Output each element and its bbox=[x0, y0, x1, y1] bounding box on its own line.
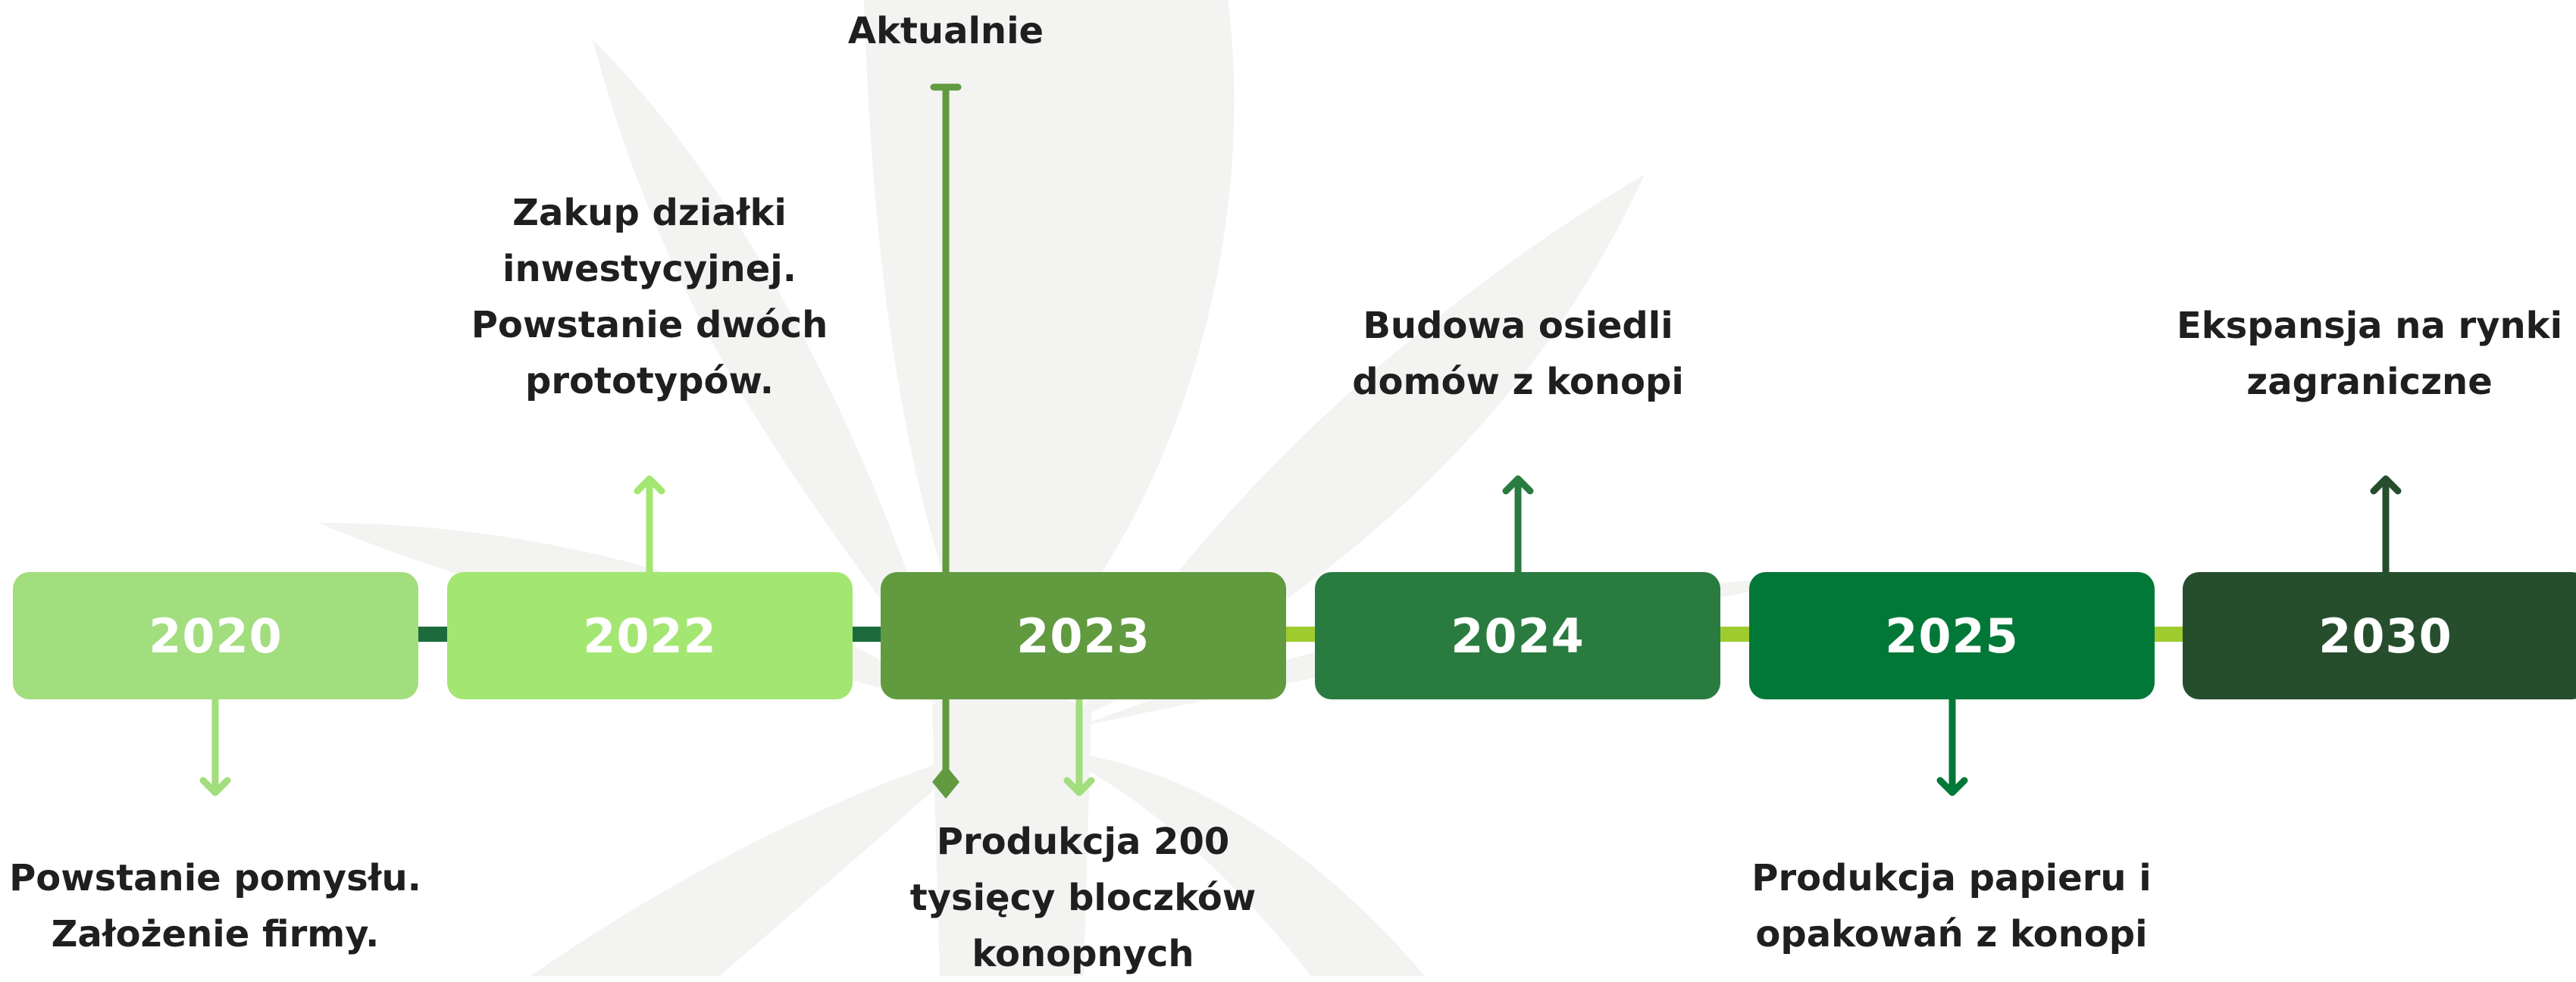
marker-line-2023 bbox=[930, 83, 962, 777]
current-marker-text: Aktualnie bbox=[847, 10, 1044, 52]
caption-2030: Ekspansja na rynki zagraniczne bbox=[2163, 298, 2576, 410]
arrow-down-2023 bbox=[1063, 696, 1095, 796]
arrow-up-2030 bbox=[2370, 475, 2402, 576]
caption-2030-line-2: zagraniczne bbox=[2246, 361, 2493, 403]
arrow-up-2022 bbox=[634, 475, 665, 576]
connector-2025-2030 bbox=[2152, 627, 2183, 642]
year-box-2022: 2022 bbox=[447, 572, 853, 699]
diamond-marker-2023 bbox=[932, 765, 959, 799]
caption-2024-line-2: domów z konopi bbox=[1352, 361, 1684, 403]
caption-2024-line-1: Budowa osiedli bbox=[1363, 305, 1673, 347]
year-box-2030: 2030 bbox=[2183, 572, 2576, 699]
arrow-down-2020 bbox=[199, 696, 231, 796]
connector-2024-2025 bbox=[1719, 627, 1749, 642]
caption-2023-line-1: Produkcja 200 bbox=[936, 821, 1230, 863]
caption-2024: Budowa osiedli domów z konopi bbox=[1298, 298, 1738, 410]
arrow-up-2024 bbox=[1502, 475, 1534, 576]
caption-2025-line-2: opakowań z konopi bbox=[1755, 913, 2148, 955]
caption-2022-line-2: inwestycyjnej. bbox=[502, 248, 797, 290]
year-box-2025: 2025 bbox=[1749, 572, 2155, 699]
caption-2020-line-2: Założenie firmy. bbox=[51, 913, 380, 955]
caption-2022-line-4: prototypów. bbox=[524, 360, 774, 402]
caption-2023-line-3: konopnych bbox=[972, 933, 1194, 975]
caption-2020-line-1: Powstanie pomysłu. bbox=[9, 857, 421, 899]
current-marker-label: Aktualnie bbox=[794, 3, 1097, 59]
caption-2020: Powstanie pomysłu. Założenie firmy. bbox=[0, 850, 435, 962]
caption-2023: Produkcja 200 tysięcy bloczków konopnych bbox=[863, 814, 1303, 982]
caption-2030-line-1: Ekspansja na rynki bbox=[2176, 305, 2563, 347]
caption-2022-line-3: Powstanie dwóch bbox=[471, 304, 828, 346]
connector-2020-2022 bbox=[417, 627, 447, 642]
year-box-2020: 2020 bbox=[13, 572, 418, 699]
caption-2023-line-2: tysięcy bloczków bbox=[909, 877, 1257, 919]
caption-2022-line-1: Zakup działki bbox=[512, 192, 787, 234]
connector-2022-2023 bbox=[850, 627, 881, 642]
arrow-down-2025 bbox=[1936, 696, 1968, 796]
caption-2022: Zakup działki inwestycyjnej. Powstanie d… bbox=[430, 185, 869, 409]
caption-2025: Produkcja papieru i opakowań z konopi bbox=[1732, 850, 2171, 962]
year-box-2024: 2024 bbox=[1315, 572, 1720, 699]
year-box-2023: 2023 bbox=[881, 572, 1286, 699]
connector-2023-2024 bbox=[1285, 627, 1315, 642]
caption-2025-line-1: Produkcja papieru i bbox=[1751, 857, 2152, 899]
